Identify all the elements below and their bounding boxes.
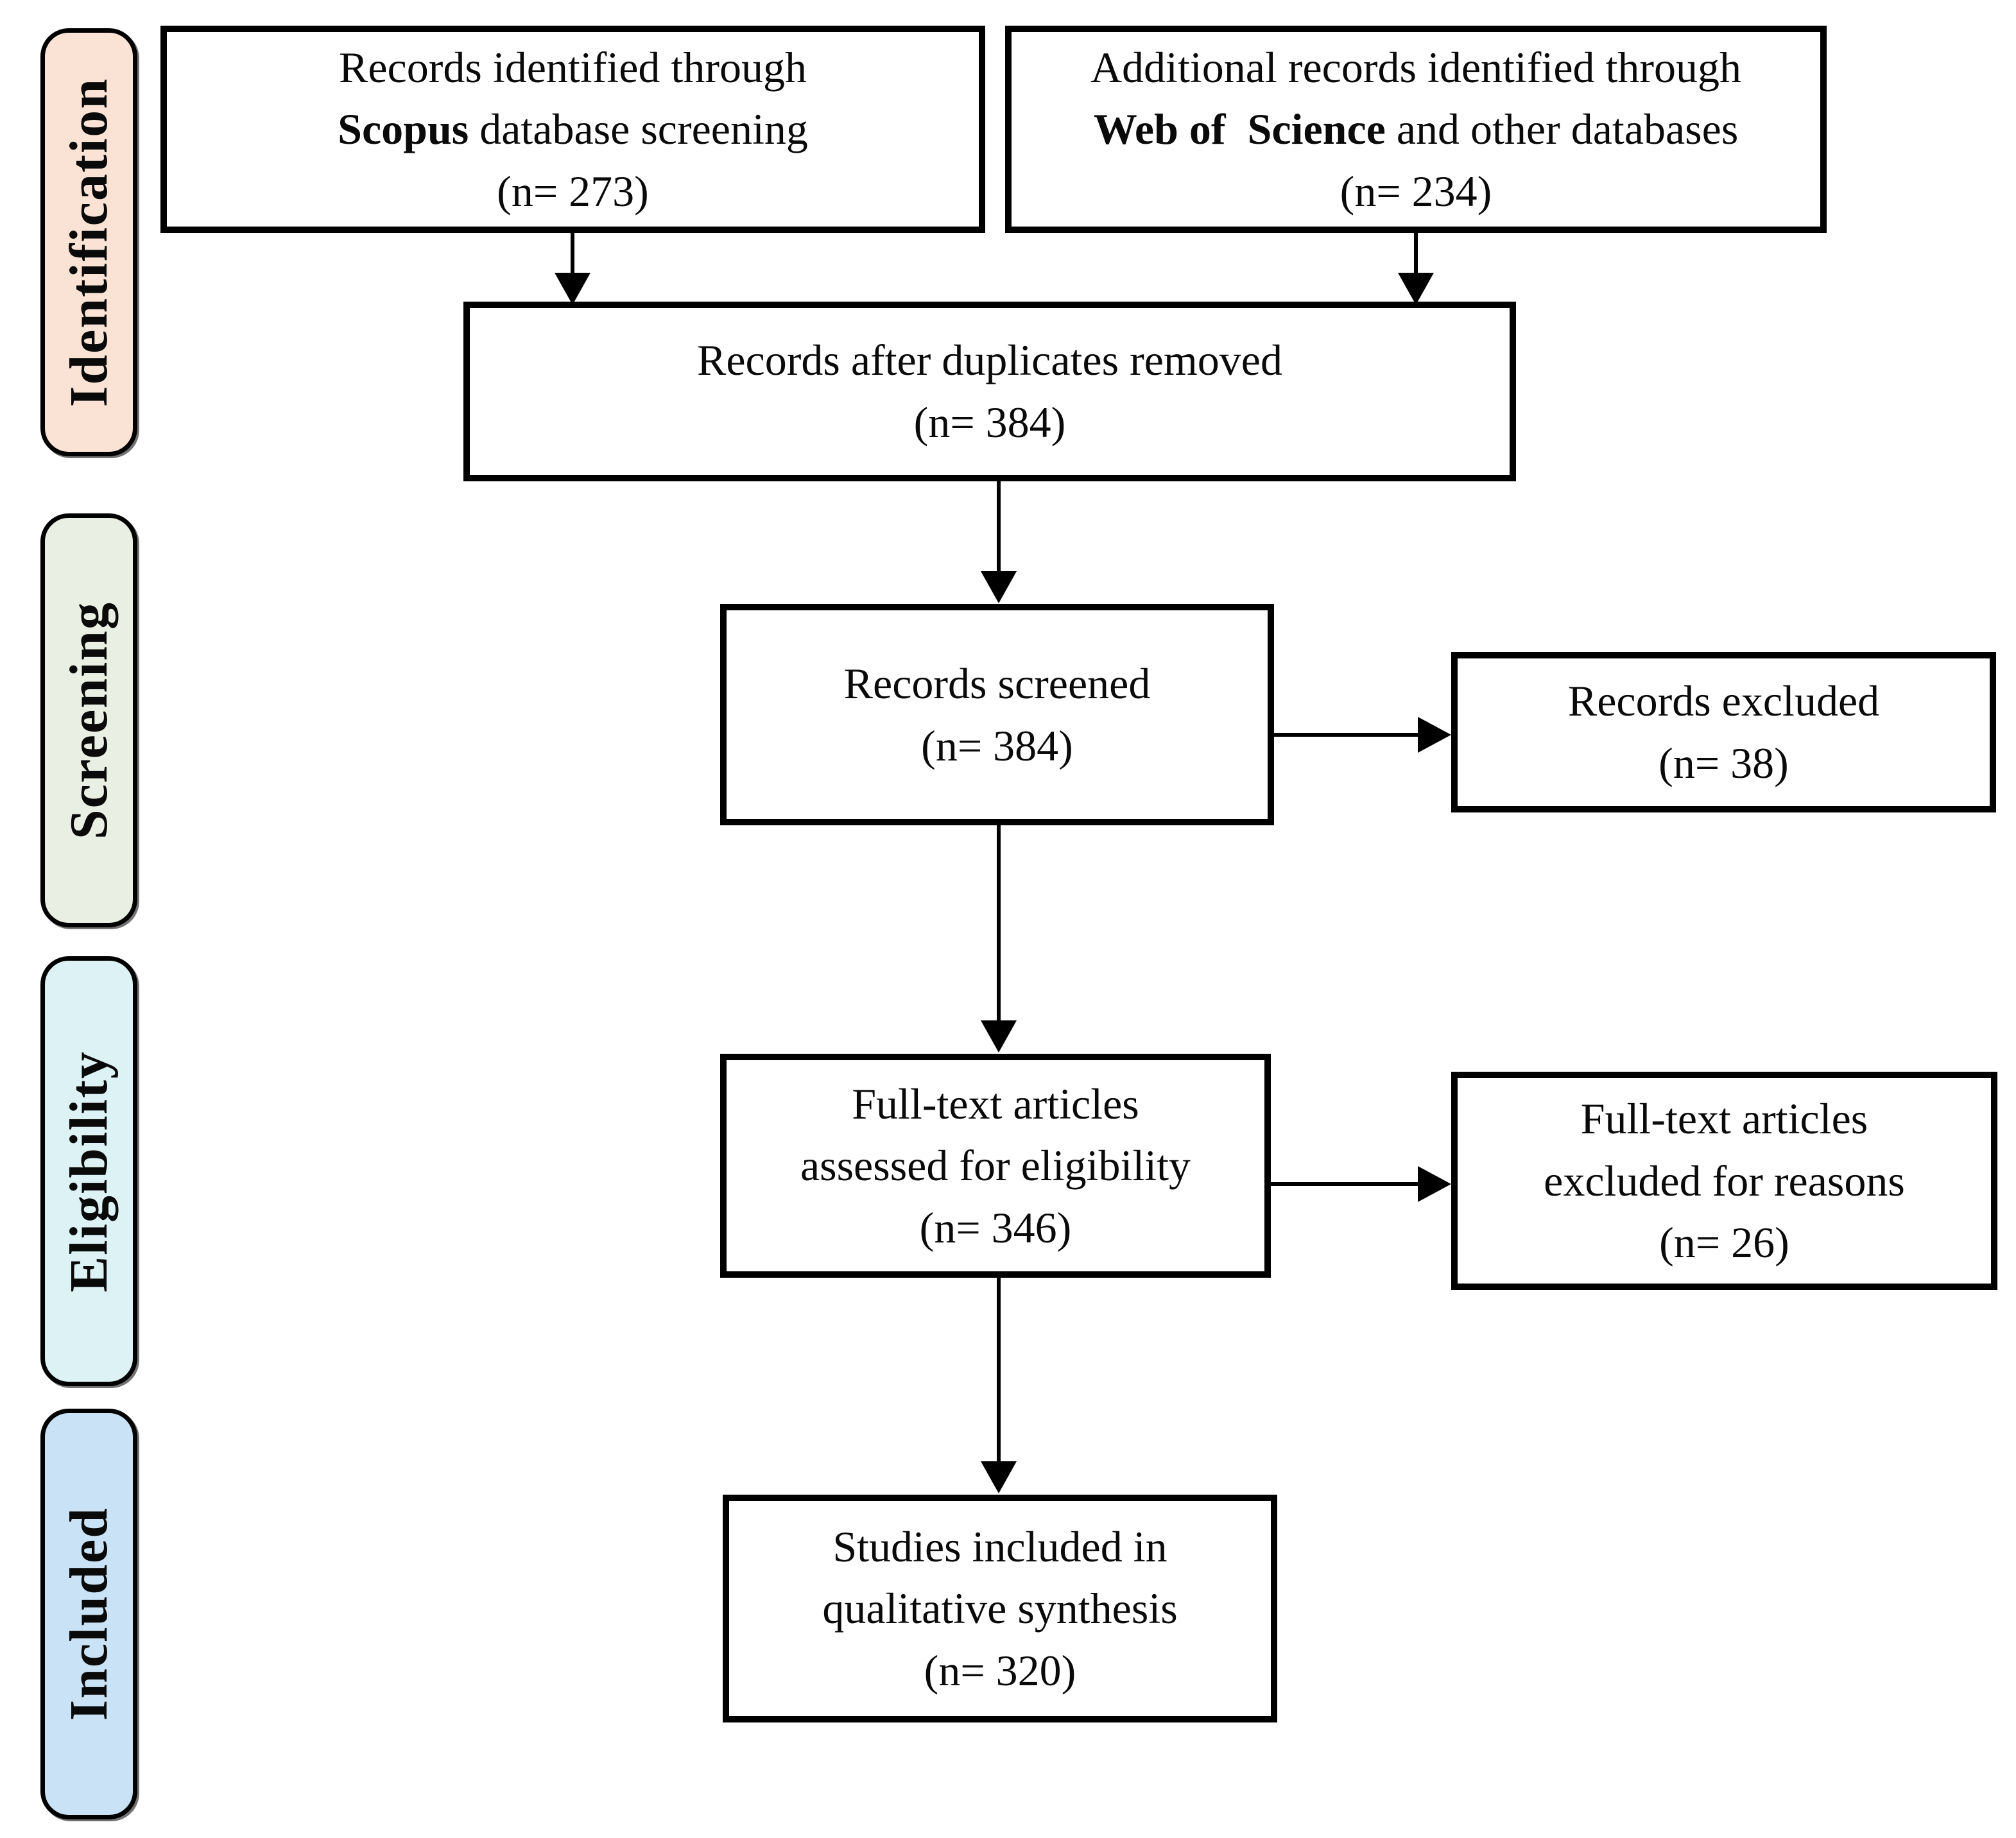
arrow-screened-to-fulltext-line <box>997 825 1001 1020</box>
flow-box-duplicates-line1: Records after duplicates removed <box>697 336 1282 385</box>
stage-label-screening: Screening <box>40 513 137 927</box>
stage-label-identification-text: Identification <box>59 77 119 408</box>
flow-box-screened-line1: Records screened <box>843 658 1151 708</box>
flow-box-fulltext-count: (n= 346) <box>919 1203 1072 1252</box>
flow-box-scopus-line2-rest: database screening <box>469 105 808 154</box>
arrow-fulltext-to-ft-excluded-line <box>1271 1182 1418 1186</box>
flow-box-scopus-count: (n= 273) <box>497 166 649 216</box>
flow-box-screened-count: (n= 384) <box>921 721 1073 770</box>
arrow-screened-to-excluded-head <box>1418 717 1451 753</box>
stage-label-included-text: Included <box>59 1507 119 1721</box>
flow-box-ft-excluded-count: (n= 26) <box>1659 1218 1789 1267</box>
flow-box-wos-line2-rest: and other databases <box>1385 105 1739 154</box>
flow-box-wos-line2: Web of Science and other databases <box>1094 98 1739 160</box>
arrow-wos-to-duplicates-line <box>1414 233 1418 273</box>
flow-box-wos-line2-bold: Web of Science <box>1093 105 1386 154</box>
arrow-screened-to-excluded-line <box>1274 733 1418 737</box>
flow-box-excluded-count: (n= 38) <box>1658 739 1789 787</box>
arrow-scopus-to-duplicates-head <box>555 273 590 305</box>
flow-box-scopus-line2-bold: Scopus <box>338 105 469 154</box>
flow-box-studies-line2: qualitative synthesis <box>822 1584 1178 1633</box>
arrow-duplicates-to-screened-head <box>981 571 1017 603</box>
stage-label-screening-text: Screening <box>59 601 119 840</box>
flow-box-wos-line1: Additional records identified through <box>1090 42 1742 92</box>
stage-label-included: Included <box>40 1409 137 1819</box>
flow-box-fulltext-line1: Full-text articles <box>852 1079 1139 1128</box>
arrow-duplicates-to-screened-line <box>997 481 1001 571</box>
stage-label-eligibility: Eligibility <box>40 956 137 1386</box>
flow-box-fulltext-line2: assessed for eligibility <box>800 1141 1191 1190</box>
arrow-screened-to-fulltext-head <box>981 1020 1017 1052</box>
stage-label-identification: Identification <box>40 28 137 456</box>
flow-box-ft-excluded-line2: excluded for reasons <box>1544 1156 1905 1205</box>
arrow-wos-to-duplicates-head <box>1398 273 1434 305</box>
flow-box-studies-count: (n= 320) <box>924 1645 1076 1695</box>
flow-box-scopus-line2: Scopus database screening <box>338 98 808 160</box>
stage-label-eligibility-text: Eligibility <box>59 1050 119 1293</box>
flow-box-duplicates-removed: Records after duplicates removed (n= 384… <box>463 302 1516 481</box>
flow-box-wos-count: (n= 234) <box>1340 166 1492 216</box>
flow-box-studies-line1: Studies included in <box>832 1522 1167 1571</box>
flow-box-ft-excluded-line1: Full-text articles <box>1580 1094 1868 1144</box>
flow-box-scopus: Records identified through Scopus databa… <box>160 26 985 233</box>
flow-box-duplicates-count: (n= 384) <box>913 398 1066 447</box>
flow-box-fulltext-excluded: Full-text articles excluded for reasons … <box>1451 1072 1997 1290</box>
flow-box-studies-included: Studies included in qualitative synthesi… <box>723 1495 1277 1722</box>
flow-box-scopus-line1: Records identified through <box>339 42 807 92</box>
flow-box-fulltext-assessed: Full-text articles assessed for eligibil… <box>720 1054 1271 1278</box>
arrow-fulltext-to-studies-line <box>997 1278 1001 1461</box>
flow-box-records-screened: Records screened (n= 384) <box>720 604 1274 825</box>
arrow-fulltext-to-studies-head <box>981 1461 1017 1493</box>
arrow-fulltext-to-ft-excluded-head <box>1418 1166 1451 1202</box>
flow-box-web-of-science: Additional records identified through We… <box>1005 26 1827 233</box>
flow-box-records-excluded: Records excluded (n= 38) <box>1451 652 1996 812</box>
arrow-scopus-to-duplicates-line <box>571 233 574 273</box>
flow-box-excluded-line1: Records excluded <box>1567 676 1880 726</box>
